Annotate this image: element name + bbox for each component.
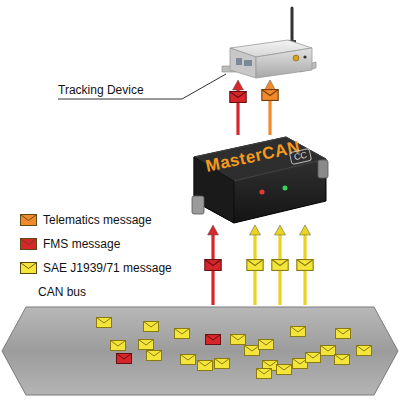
- mastercan-box: MasterCANCC: [190, 135, 330, 225]
- j1939-message: [297, 260, 313, 271]
- message-arrow: [265, 80, 276, 135]
- connector: [293, 55, 299, 61]
- message-arrow: [208, 225, 219, 305]
- antenna: [291, 8, 294, 44]
- fms-message: [205, 260, 221, 271]
- connector-port: [318, 160, 328, 178]
- device-front: [256, 48, 312, 78]
- can-bus-band: CAN bus: [0, 305, 400, 397]
- telematics-message: [262, 90, 278, 101]
- legend-row: Telematics message: [20, 208, 172, 232]
- envelope-flap: [21, 263, 36, 273]
- legend-swatch: [20, 214, 37, 226]
- message-arrow: [250, 225, 261, 305]
- bus-messages: [97, 318, 372, 379]
- port: [244, 60, 252, 66]
- legend-label: SAE J1939/71 message: [43, 261, 172, 275]
- bus-outline: [0, 305, 400, 397]
- legend-row: FMS message: [20, 232, 172, 256]
- bus-label: CAN bus: [38, 285, 86, 299]
- legend-label: Telematics message: [43, 213, 152, 227]
- legend-row: SAE J1939/71 message: [20, 256, 172, 280]
- message-arrow: [300, 225, 311, 305]
- message-arrow: [275, 225, 286, 305]
- leader-line: [58, 74, 226, 99]
- j1939-message: [247, 260, 263, 271]
- message-arrow: [233, 80, 244, 135]
- status-led: [260, 190, 265, 195]
- tracking-device: Tracking Device: [225, 30, 317, 80]
- device-label: Tracking Device: [58, 83, 144, 97]
- device-side: [230, 48, 256, 78]
- connector-port: [192, 196, 204, 214]
- j1939-message: [272, 260, 288, 271]
- fms-message: [230, 92, 246, 103]
- legend-label: FMS message: [43, 237, 120, 251]
- led: [303, 55, 306, 58]
- port: [236, 58, 242, 65]
- legend-swatch: [20, 238, 37, 250]
- envelope-flap: [21, 239, 36, 249]
- envelope-flap: [21, 215, 36, 225]
- legend: Telematics messageFMS messageSAE J1939/7…: [20, 208, 172, 280]
- legend-swatch: [20, 262, 37, 274]
- status-led: [283, 186, 288, 191]
